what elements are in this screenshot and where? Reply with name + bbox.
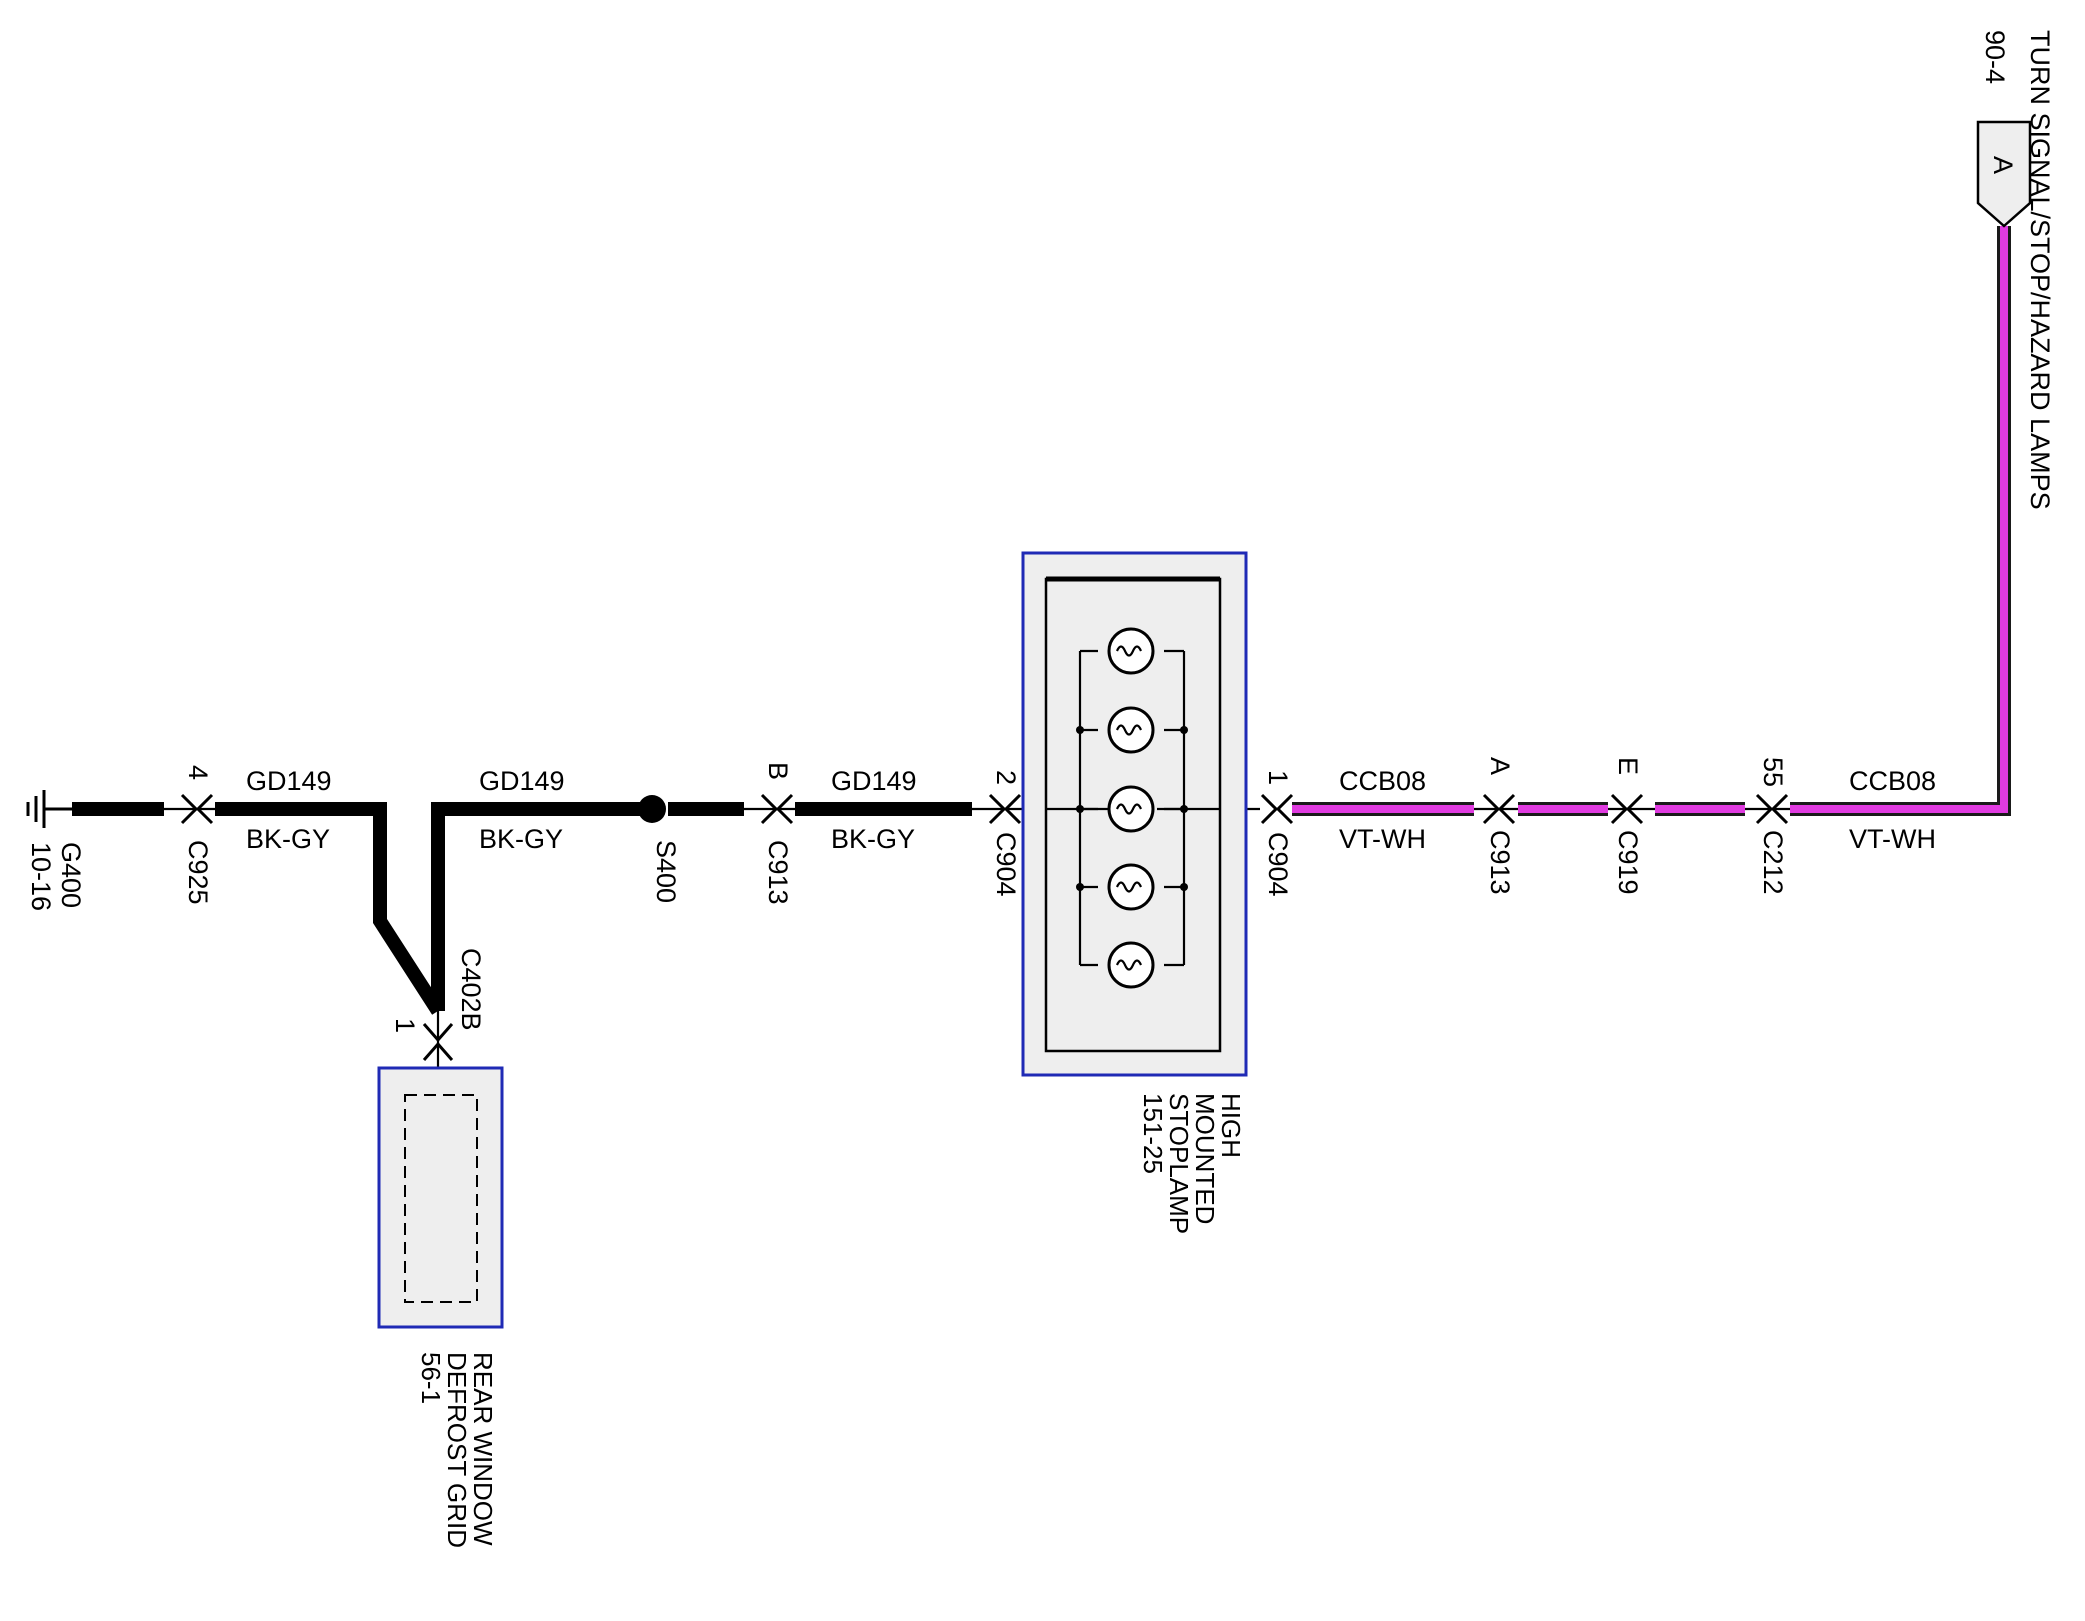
connector-c402b-symbol xyxy=(422,1023,454,1061)
bulb-icon xyxy=(1107,785,1155,833)
offpage-ref-label: 90-4 xyxy=(1980,30,2010,84)
c913-left-pin-label: B xyxy=(763,762,793,780)
offpage-connector: A 90-4 TURN SIGNAL/STOP/HAZARD LAMPS xyxy=(1976,30,2055,510)
ground-id-label: G400 xyxy=(56,842,86,908)
w1-circuit-label: GD149 xyxy=(246,766,332,796)
wire-segment-w2 xyxy=(431,802,640,1011)
ground-g400: G400 10-16 xyxy=(26,790,86,911)
offpage-flag-icon xyxy=(1976,120,2032,228)
connector-c919-symbol xyxy=(1610,793,1644,825)
c913-left-name-label: C913 xyxy=(763,840,793,905)
connector-c913-left-symbol xyxy=(760,793,794,825)
bulb-icon xyxy=(1107,941,1155,989)
c904-left-name-label: C904 xyxy=(991,832,1021,897)
w4-color-label: VT-WH xyxy=(1339,824,1426,854)
stoplamp-label-line1: HIGH xyxy=(1216,1093,1246,1158)
c904-right-pin-label: 1 xyxy=(1263,770,1293,785)
w4-circuit-label: CCB08 xyxy=(1339,766,1426,796)
w3-circuit-label: GD149 xyxy=(831,766,917,796)
bulb-icon xyxy=(1107,627,1155,675)
c919-name-label: C919 xyxy=(1613,830,1643,895)
bulb-icon xyxy=(1107,706,1155,754)
ground-ref-label: 10-16 xyxy=(26,842,56,911)
stoplamp-component: HIGH MOUNTED STOPLAMP 151-25 xyxy=(1021,551,1248,1234)
connector-labels: 4 C925 S400 B C913 2 C904 1 C904 A C913 … xyxy=(183,757,1788,1033)
bulb-row-2 xyxy=(1076,706,1188,754)
c212-pin-label: 55 xyxy=(1758,757,1788,787)
defrost-grid-dashed xyxy=(404,1094,478,1303)
wire-segment-w5 xyxy=(1790,226,2008,813)
bulb-row-5 xyxy=(1080,941,1184,989)
w2-color-label: BK-GY xyxy=(479,824,563,854)
c212-name-label: C212 xyxy=(1758,830,1788,895)
connector-c212-symbol xyxy=(1755,793,1789,825)
c904-right-name-label: C904 xyxy=(1263,832,1293,897)
connector-c913-right-symbol xyxy=(1482,793,1516,825)
s400-name-label: S400 xyxy=(651,840,681,903)
splice-s400-dot xyxy=(638,795,666,823)
c913-right-name-label: C913 xyxy=(1485,830,1515,895)
bulb-row-1 xyxy=(1080,627,1184,675)
c402b-pin-label: 1 xyxy=(390,1018,420,1033)
defrost-label-line2: DEFROST GRID xyxy=(442,1352,472,1548)
connector-c904-left-symbol xyxy=(988,793,1022,825)
offpage-letter: A xyxy=(1988,156,2018,174)
defrost-label-line1: REAR WINDOW xyxy=(468,1352,498,1546)
c925-name-label: C925 xyxy=(183,840,213,905)
wire-segment-w1 xyxy=(215,802,444,1015)
ground-icon xyxy=(26,790,72,828)
offpage-title-label: TURN SIGNAL/STOP/HAZARD LAMPS xyxy=(2025,30,2055,510)
violet-wires xyxy=(1292,226,2011,816)
wire-labels: GD149 BK-GY GD149 BK-GY GD149 BK-GY CCB0… xyxy=(246,766,1936,854)
bulb-row-4 xyxy=(1076,863,1188,911)
connector-symbols xyxy=(180,793,1789,1061)
bulb-row-3 xyxy=(1076,785,1188,833)
w5-circuit-label: CCB08 xyxy=(1849,766,1936,796)
c925-pin-label: 4 xyxy=(183,765,213,780)
stoplamp-ref-label: 151-25 xyxy=(1138,1093,1168,1174)
w2-circuit-label: GD149 xyxy=(479,766,565,796)
c919-pin-label: E xyxy=(1613,757,1643,775)
defrost-component: REAR WINDOW DEFROST GRID 56-1 xyxy=(377,1066,504,1548)
w5-color-label: VT-WH xyxy=(1849,824,1936,854)
stoplamp-label-line3: STOPLAMP xyxy=(1164,1093,1194,1234)
c904-left-pin-label: 2 xyxy=(991,770,1021,785)
stoplamp-label-line2: MOUNTED xyxy=(1190,1093,1220,1224)
defrost-ref-label: 56-1 xyxy=(416,1352,446,1404)
connector-c904-right-symbol xyxy=(1260,793,1294,825)
w3-color-label: BK-GY xyxy=(831,824,915,854)
c913-right-pin-label: A xyxy=(1485,757,1515,775)
c402b-name-label: C402B xyxy=(456,948,486,1031)
bulb-icon xyxy=(1107,863,1155,911)
defrost-outline xyxy=(377,1066,504,1329)
w1-color-label: BK-GY xyxy=(246,824,330,854)
connector-c925-symbol xyxy=(180,793,214,825)
